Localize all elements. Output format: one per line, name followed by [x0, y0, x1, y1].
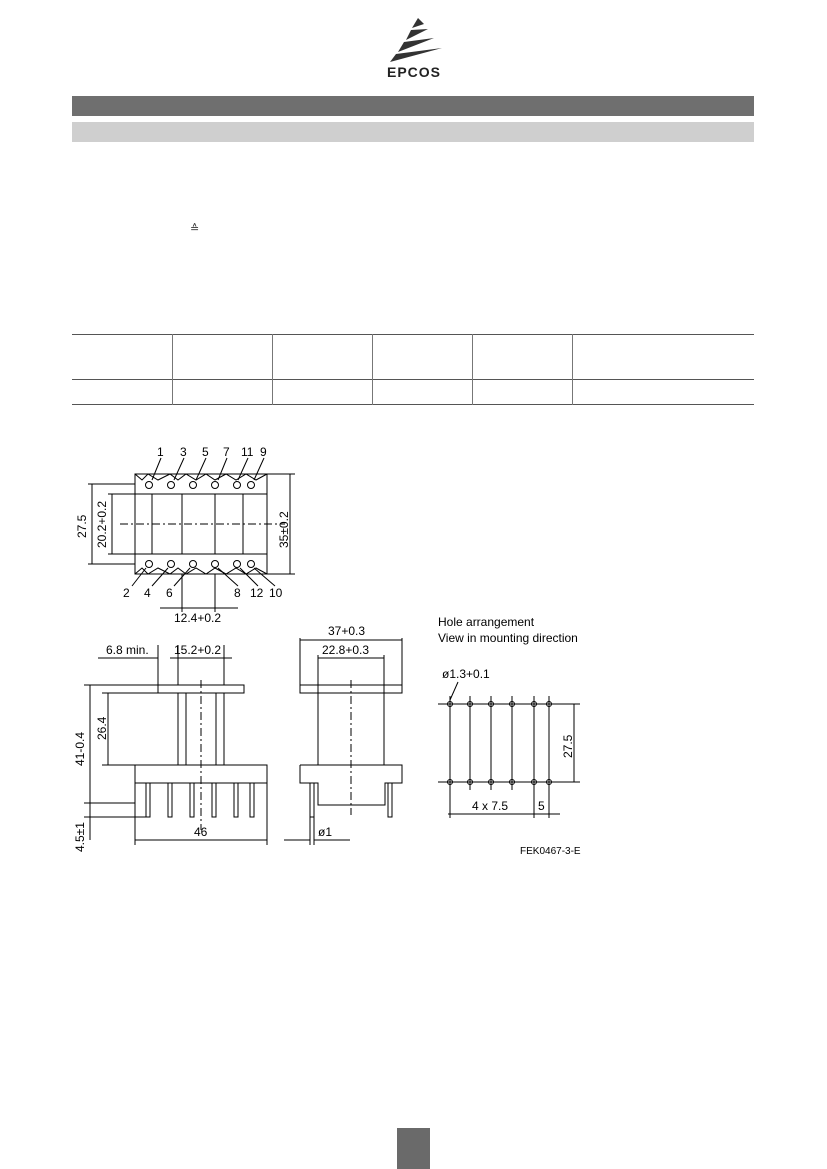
table-col-divider	[272, 334, 273, 405]
table-col-divider	[472, 334, 473, 405]
pin-label: 8	[234, 586, 241, 600]
dimension-label: 27.5	[561, 734, 575, 758]
dimension-label: 35±0.2	[277, 511, 291, 548]
dimension-label: 5	[538, 799, 545, 813]
table-rule-top	[72, 334, 754, 335]
dimension-label: 12.4+0.2	[174, 611, 221, 625]
pin-label: 3	[180, 445, 187, 459]
pin-label: 5	[202, 445, 209, 459]
hole-arrangement-subtitle: View in mounting direction	[438, 631, 578, 645]
corresponds-symbol: ≙	[190, 223, 200, 235]
table-rule-mid	[72, 379, 754, 380]
dimension-label: ø1.3+0.1	[442, 667, 490, 681]
dimension-label: 6.8 min.	[106, 643, 149, 657]
header-band	[72, 96, 754, 116]
dimension-drawing: 1 3 5 7 11 9 2 4 6 8 12 10 27.5 20.2+0.2…	[73, 445, 581, 857]
pin-label: 4	[144, 586, 151, 600]
ordering-table	[72, 334, 754, 405]
pin-label: 7	[223, 445, 230, 459]
pin-label: 12	[250, 586, 264, 600]
table-rule-bottom	[72, 404, 754, 405]
epcos-logo	[390, 18, 442, 62]
dimension-label: 22.8+0.3	[322, 643, 369, 657]
figure-code: FEK0467-3-E	[520, 846, 581, 857]
dimension-label: 4 x 7.5	[472, 799, 508, 813]
dimension-label: 41-0.4	[73, 732, 87, 766]
table-col-divider	[172, 334, 173, 405]
pin-label: 10	[269, 586, 283, 600]
pin-label: 2	[123, 586, 130, 600]
hole-arrangement-title: Hole arrangement	[438, 615, 535, 629]
pin-label: 1	[157, 445, 164, 459]
dimension-label: ø1	[318, 825, 332, 839]
dimension-label: 46	[194, 825, 208, 839]
subheader-band	[72, 122, 754, 142]
table-col-divider	[372, 334, 373, 405]
dimension-label: 4.5±1	[73, 822, 87, 852]
pin-label: 9	[260, 445, 267, 459]
dimension-label: 26.4	[95, 716, 109, 740]
pin-label: 6	[166, 586, 173, 600]
brand-name: EPCOS	[386, 64, 441, 80]
page-number-box	[397, 1128, 430, 1169]
table-col-divider	[572, 334, 573, 405]
dimension-label: 27.5	[75, 514, 89, 538]
dimension-label: 20.2+0.2	[95, 501, 109, 548]
pin-label: 11	[241, 445, 254, 459]
dimension-label: 37+0.3	[328, 624, 365, 638]
dimension-label: 15.2+0.2	[174, 643, 221, 657]
